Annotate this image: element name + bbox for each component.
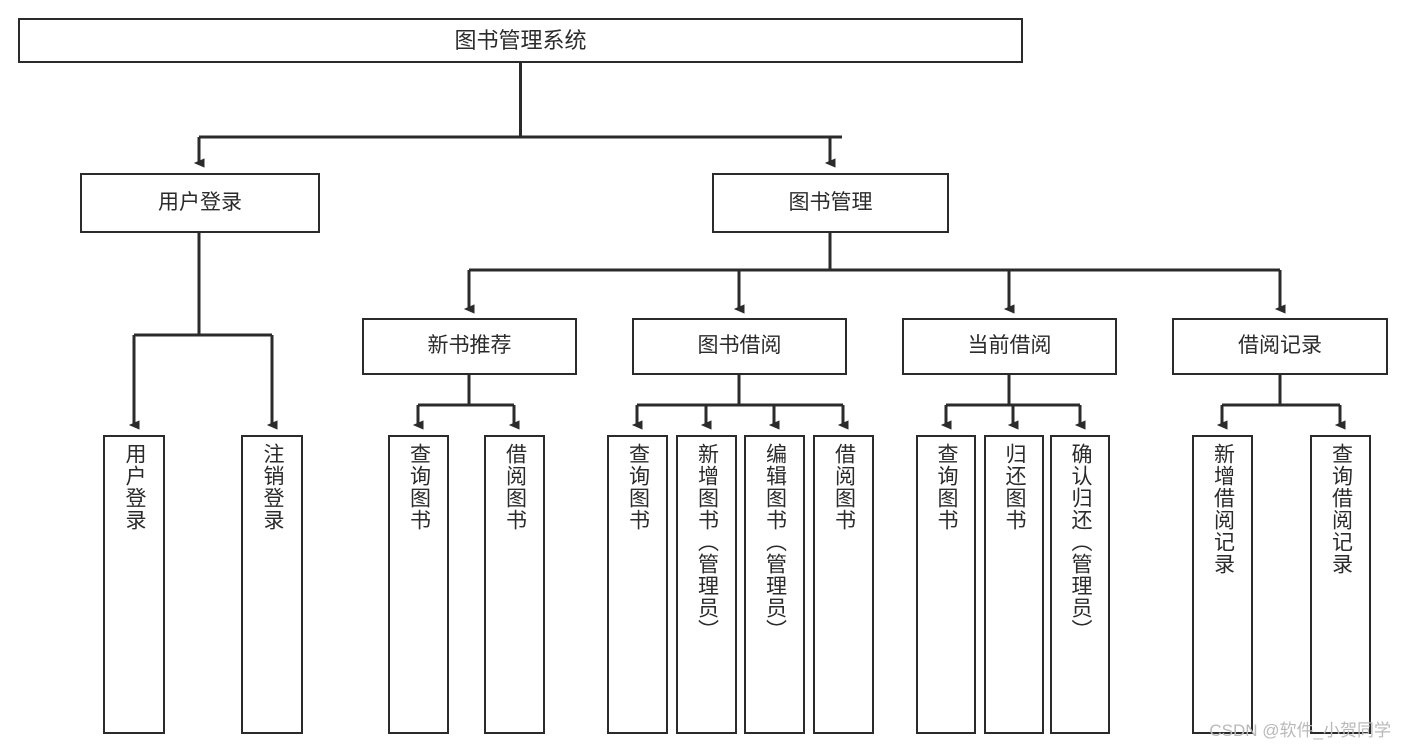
node-leaf-query-book-3[interactable]: 查询图书 [916,435,976,734]
node-leaf-query-record-label: 查询借阅记录 [1329,443,1353,575]
node-leaf-confirm-return-label: 确认归还（管理员） [1069,443,1093,641]
node-borrow-record-label: 借阅记录 [1238,334,1322,358]
node-user-login[interactable]: 用户登录 [80,173,320,233]
node-leaf-borrow-book-2-label: 借阅图书 [832,443,856,531]
node-book-manage-label: 图书管理 [788,190,873,214]
node-book-borrow-label: 图书借阅 [697,334,782,358]
node-current-borrow-label: 当前借阅 [967,334,1052,358]
node-leaf-query-book-2-label: 查询图书 [626,443,650,531]
node-leaf-logout-login[interactable]: 注销登录 [241,435,303,734]
node-leaf-query-book-2[interactable]: 查询图书 [607,435,668,734]
node-root-label: 图书管理系统 [454,27,587,53]
node-leaf-query-book-1[interactable]: 查询图书 [388,435,449,734]
node-leaf-user-login-label: 用户登录 [123,443,147,531]
node-leaf-edit-book[interactable]: 编辑图书（管理员） [744,435,805,734]
node-leaf-logout-login-label: 注销登录 [261,443,285,531]
node-leaf-return-book-label: 归还图书 [1003,443,1027,531]
watermark-text: CSDN @软件_小贺同学 [1209,721,1391,740]
node-leaf-edit-book-label: 编辑图书（管理员） [763,443,787,641]
node-leaf-query-record[interactable]: 查询借阅记录 [1310,435,1371,734]
node-leaf-query-book-3-label: 查询图书 [935,443,959,531]
node-leaf-add-record[interactable]: 新增借阅记录 [1192,435,1253,734]
node-leaf-add-record-label: 新增借阅记录 [1211,443,1235,575]
node-leaf-add-book[interactable]: 新增图书（管理员） [676,435,737,734]
node-book-manage[interactable]: 图书管理 [712,173,949,233]
node-new-book-rec[interactable]: 新书推荐 [362,318,577,375]
node-leaf-query-book-1-label: 查询图书 [407,443,431,531]
node-book-borrow[interactable]: 图书借阅 [632,318,847,375]
node-root[interactable]: 图书管理系统 [18,18,1023,63]
node-user-login-label: 用户登录 [158,190,242,214]
node-leaf-confirm-return[interactable]: 确认归还（管理员） [1050,435,1110,734]
node-leaf-return-book[interactable]: 归还图书 [984,435,1044,734]
node-leaf-add-book-label: 新增图书（管理员） [695,443,719,641]
node-leaf-user-login[interactable]: 用户登录 [103,435,165,734]
node-borrow-record[interactable]: 借阅记录 [1172,318,1388,375]
node-new-book-rec-label: 新书推荐 [427,334,512,358]
node-current-borrow[interactable]: 当前借阅 [902,318,1117,375]
node-leaf-borrow-book-2[interactable]: 借阅图书 [813,435,874,734]
node-leaf-borrow-book-1[interactable]: 借阅图书 [484,435,545,734]
node-leaf-borrow-book-1-label: 借阅图书 [503,443,527,531]
